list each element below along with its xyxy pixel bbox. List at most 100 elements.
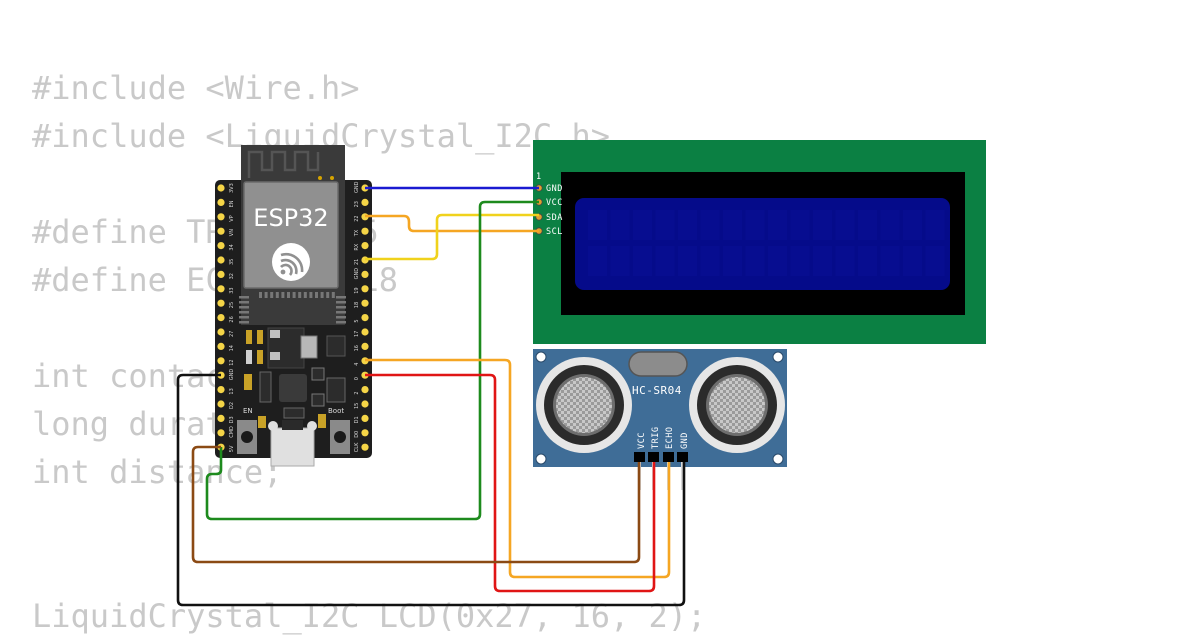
pin-dot xyxy=(217,227,225,235)
esp32-pin-left[interactable]: VN xyxy=(217,227,235,237)
sensor-pin-label: TRIG xyxy=(651,427,661,449)
esp32-pin-left[interactable]: 26 xyxy=(217,314,235,323)
esp32-pin-left[interactable]: 27 xyxy=(217,328,235,337)
lcd-pin-label: SCL xyxy=(546,227,563,237)
esp32-pin-right[interactable]: CLK xyxy=(354,442,369,452)
lcd-module[interactable]: 1 GND VCC SDA SCL xyxy=(533,140,986,344)
esp32-pin-label: 2 xyxy=(354,391,360,394)
pin-dot xyxy=(361,443,369,451)
wire-scl[interactable] xyxy=(365,213,539,261)
esp32-pin-label: 17 xyxy=(354,331,360,337)
esp32-board[interactable]: ESP32 xyxy=(215,145,372,467)
esp32-pin-label: CMD xyxy=(229,426,235,438)
pin-dot xyxy=(217,342,225,350)
usb-port[interactable] xyxy=(268,420,317,467)
esp32-pin-label: 22 xyxy=(354,215,360,221)
boot-button[interactable] xyxy=(330,420,350,454)
esp32-pin-left[interactable]: 13 xyxy=(217,386,235,395)
esp32-pin-right[interactable]: 23 xyxy=(354,198,369,208)
esp32-pin-label: GND xyxy=(229,369,235,381)
esp32-pin-left[interactable]: 35 xyxy=(217,256,235,265)
esp32-pin-label: 13 xyxy=(229,388,235,394)
esp32-pin-label: 34 xyxy=(229,244,235,250)
en-button[interactable] xyxy=(237,420,257,454)
esp32-pin-label: 4 xyxy=(354,363,360,366)
sensor-pin-label: GND xyxy=(680,432,690,449)
esp32-pin-left[interactable]: EN xyxy=(217,198,235,208)
wire-echo[interactable] xyxy=(365,358,671,579)
esp32-pin-label: VN xyxy=(229,229,235,236)
wires xyxy=(176,186,686,607)
antenna-pad xyxy=(318,176,322,180)
pin-dot xyxy=(361,328,369,336)
esp32-pin-right[interactable]: 15 xyxy=(354,400,369,409)
esp32-pin-left[interactable]: D2 xyxy=(217,400,235,409)
esp32-pin-left[interactable]: VP xyxy=(217,213,235,222)
wire-gnd-sensor[interactable] xyxy=(176,373,686,607)
lcd-pin-number: 1 xyxy=(536,172,542,182)
code-line: #include <Wire.h> xyxy=(32,69,360,107)
esp32-pin-right[interactable]: TX xyxy=(354,227,369,238)
esp32-pin-left[interactable]: 32 xyxy=(217,270,235,280)
pin-dot xyxy=(217,213,225,221)
esp32-pin-left[interactable]: 3V3 xyxy=(217,183,235,193)
esp32-pin-left[interactable]: CMD xyxy=(217,426,235,438)
esp32-pin-left[interactable]: 14 xyxy=(217,342,235,352)
esp32-pin-label: 35 xyxy=(229,259,235,265)
pin-dot xyxy=(217,198,225,206)
esp32-pin-label: 19 xyxy=(354,287,360,293)
esp32-pin-right[interactable]: 5 xyxy=(354,314,369,323)
esp32-pin-label: 3V3 xyxy=(229,183,235,193)
esp32-pin-label: D3 xyxy=(229,416,235,423)
esp32-pin-left[interactable]: 33 xyxy=(217,285,235,294)
esp32-pin-label: TX xyxy=(354,229,360,237)
transmitter-transducer xyxy=(536,357,632,453)
esp32-pin-right[interactable]: 18 xyxy=(354,299,369,309)
boot-label: Boot xyxy=(328,407,344,415)
pin-dot xyxy=(217,184,225,192)
receiver-transducer xyxy=(689,357,785,453)
esp32-pin-left[interactable]: 12 xyxy=(217,357,235,366)
pin-dot xyxy=(217,314,225,322)
esp32-pin-right[interactable]: 19 xyxy=(354,285,369,294)
pin-dot xyxy=(361,386,369,394)
esp32-pin-left[interactable]: D3 xyxy=(217,414,235,424)
esp32-pin-right[interactable]: D1 xyxy=(354,414,369,424)
ultrasonic-sensor[interactable]: HC-SR04 VCC TRIG ECHO GND xyxy=(533,349,787,490)
esp32-pin-left[interactable]: 25 xyxy=(217,299,235,309)
pin-dot xyxy=(361,414,369,422)
esp32-pin-label: D1 xyxy=(354,416,360,423)
esp32-pin-label: 33 xyxy=(229,287,235,293)
sensor-label: HC-SR04 xyxy=(632,384,682,397)
lcd-character-cells xyxy=(588,210,945,276)
antenna-trace-icon xyxy=(247,150,320,178)
wire-sda[interactable] xyxy=(365,214,539,233)
pin-dot xyxy=(217,256,225,264)
sensor-pin-label: VCC xyxy=(637,432,647,449)
code-line: LiquidCrystal_I2C LCD(0x27, 16, 2); xyxy=(32,597,707,635)
esp32-pin-right[interactable]: GND xyxy=(354,268,369,280)
esp32-pin-right[interactable]: D0 xyxy=(354,429,369,438)
esp32-pin-right[interactable]: 16 xyxy=(354,342,369,352)
esp32-pin-label: 27 xyxy=(229,331,235,337)
esp32-pin-label: 21 xyxy=(354,259,360,265)
esp32-pin-right[interactable]: 2 xyxy=(354,386,369,395)
pin-dot xyxy=(217,357,225,365)
wire-vcc-sensor[interactable] xyxy=(191,445,641,564)
pin-dot xyxy=(217,400,225,408)
mount-hole xyxy=(535,351,547,363)
esp32-pin-label: EN xyxy=(229,200,235,207)
esp32-pin-right[interactable]: 17 xyxy=(354,328,369,337)
esp32-label: ESP32 xyxy=(253,204,328,232)
esp32-pin-label: 15 xyxy=(354,403,360,409)
esp32-pin-label: CLK xyxy=(354,442,360,452)
esp32-pin-left[interactable]: 34 xyxy=(217,242,235,251)
mount-hole xyxy=(772,351,784,363)
esp32-pin-right[interactable]: RX xyxy=(354,242,369,251)
mount-hole xyxy=(535,453,547,465)
code-line: int distance; xyxy=(32,453,283,491)
wire-vcc-lcd[interactable] xyxy=(205,200,539,521)
pin-dot xyxy=(217,242,225,250)
wire-trig[interactable] xyxy=(365,373,656,593)
esp32-pin-label: 14 xyxy=(229,345,235,351)
